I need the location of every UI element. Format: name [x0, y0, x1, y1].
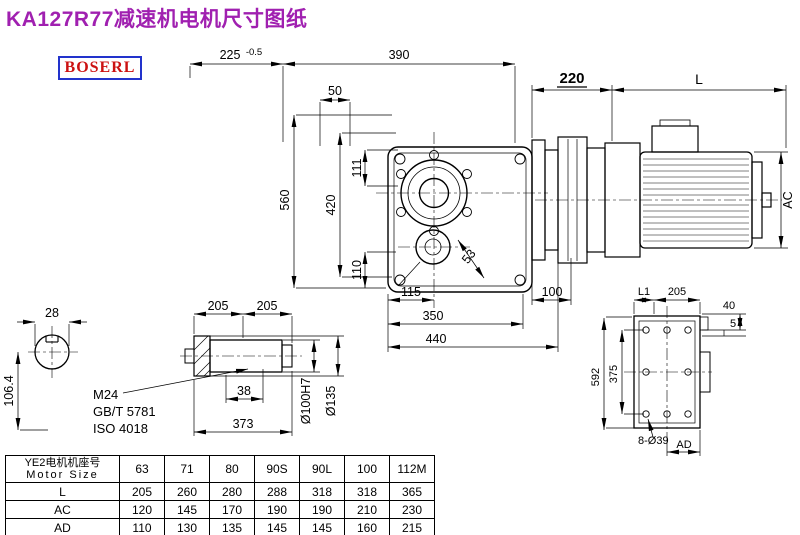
dim-40: 40: [723, 300, 735, 312]
cell-L-80: 280: [209, 482, 255, 501]
label-std-gb: GB/T 5781: [93, 404, 156, 419]
row-label-AC: AC: [5, 500, 120, 519]
dim-111: 111: [350, 158, 364, 177]
cell-AD-90L: 145: [299, 518, 345, 535]
dim-115: 115: [401, 285, 421, 299]
brand-text: BOSERL: [64, 59, 136, 76]
size-col-90S: 90S: [254, 455, 300, 483]
cell-AD-100: 160: [344, 518, 390, 535]
size-col-63: 63: [119, 455, 165, 483]
cell-AC-90S: 190: [254, 500, 300, 519]
dim-205b: 205: [257, 299, 278, 313]
dim-28: 28: [45, 306, 59, 320]
dimension-labels: 225 -0.5 390 220 L 50 560 420 111 110 11…: [2, 47, 795, 451]
cell-L-100: 318: [344, 482, 390, 501]
dim-106-4: 106.4: [2, 375, 16, 406]
dim-592: 592: [590, 368, 602, 386]
size-col-90L: 90L: [299, 455, 345, 483]
dim-38: 38: [237, 384, 251, 398]
cell-AD-112M: 215: [389, 518, 435, 535]
cell-L-90S: 288: [254, 482, 300, 501]
cell-AD-63: 110: [119, 518, 165, 535]
motor-fins: [643, 158, 749, 242]
size-col-80: 80: [209, 455, 255, 483]
dim-hub: Ø135: [324, 386, 338, 417]
dim-50: 50: [328, 84, 342, 98]
extension-lines: [20, 66, 788, 456]
dim-390: 390: [389, 48, 410, 62]
row-label-AD: AD: [5, 518, 120, 535]
size-col-71: 71: [164, 455, 210, 483]
dimension-lines: [15, 61, 786, 455]
table-row-L: L 205 260 280 288 318 318 365: [5, 482, 435, 501]
dim-100: 100: [542, 285, 563, 299]
cell-L-63: 205: [119, 482, 165, 501]
dim-AD: AD: [676, 439, 691, 451]
cell-AC-63: 120: [119, 500, 165, 519]
motor-size-label-en: Motor Size: [26, 469, 99, 481]
motor-view: [531, 119, 772, 264]
dim-AC: AC: [781, 191, 795, 208]
cell-L-112M: 365: [389, 482, 435, 501]
dim-560: 560: [278, 190, 292, 211]
table-header-cell: YE2电机机座号 Motor Size: [5, 455, 120, 483]
dim-bore: Ø100H7: [299, 378, 313, 425]
dim-440: 440: [426, 332, 447, 346]
row-label-L: L: [5, 482, 120, 501]
cell-AC-90L: 190: [299, 500, 345, 519]
dim-225: 225: [220, 48, 241, 62]
motor-size-table: YE2电机机座号 Motor Size 63 71 80 90S 90L 100…: [5, 455, 435, 535]
front-view: [387, 146, 533, 293]
dim-L1: L1: [638, 286, 650, 298]
terminal-box: [651, 125, 699, 153]
cell-AD-80: 135: [209, 518, 255, 535]
table-row-AD: AD 110 130 135 145 145 160 215: [5, 518, 435, 535]
brand-logo-box: BOSERL: [58, 56, 142, 80]
dim-53: 53: [459, 247, 479, 267]
dim-205a: 205: [208, 299, 229, 313]
dim-373: 373: [233, 417, 254, 431]
shaft-section-view: [34, 334, 70, 370]
flange-view: [633, 315, 711, 429]
cell-AD-71: 130: [164, 518, 210, 535]
cell-L-71: 260: [164, 482, 210, 501]
dim-110: 110: [350, 260, 364, 280]
bolt-holes: [394, 150, 526, 286]
cell-AD-90S: 145: [254, 518, 300, 535]
dim-420: 420: [324, 195, 338, 216]
flange-bolt-holes: [642, 326, 692, 418]
cell-AC-100: 210: [344, 500, 390, 519]
table-header-row: YE2电机机座号 Motor Size 63 71 80 90S 90L 100…: [5, 455, 435, 483]
dim-375: 375: [608, 365, 620, 383]
size-col-100: 100: [344, 455, 390, 483]
page-title: KA127R77减速机电机尺寸图纸: [6, 8, 308, 31]
size-col-112M: 112M: [389, 455, 435, 483]
label-thread: M24: [93, 387, 118, 402]
hatching: [193, 335, 211, 377]
dim-225-tol: -0.5: [246, 47, 262, 58]
cell-AC-80: 170: [209, 500, 255, 519]
dim-350: 350: [423, 309, 444, 323]
motor-size-label-cn: YE2电机机座号: [24, 457, 101, 469]
cell-AC-71: 145: [164, 500, 210, 519]
dim-flange-205: 205: [668, 286, 686, 298]
dim-5: 5: [730, 318, 736, 330]
cell-L-90L: 318: [299, 482, 345, 501]
cell-AC-112M: 230: [389, 500, 435, 519]
dim-L: L: [695, 71, 703, 87]
table-row-AC: AC 120 145 170 190 190 210 230: [5, 500, 435, 519]
dim-220: 220: [559, 70, 584, 87]
label-std-iso: ISO 4018: [93, 421, 148, 436]
dim-holes: 8-Ø39: [638, 435, 669, 447]
